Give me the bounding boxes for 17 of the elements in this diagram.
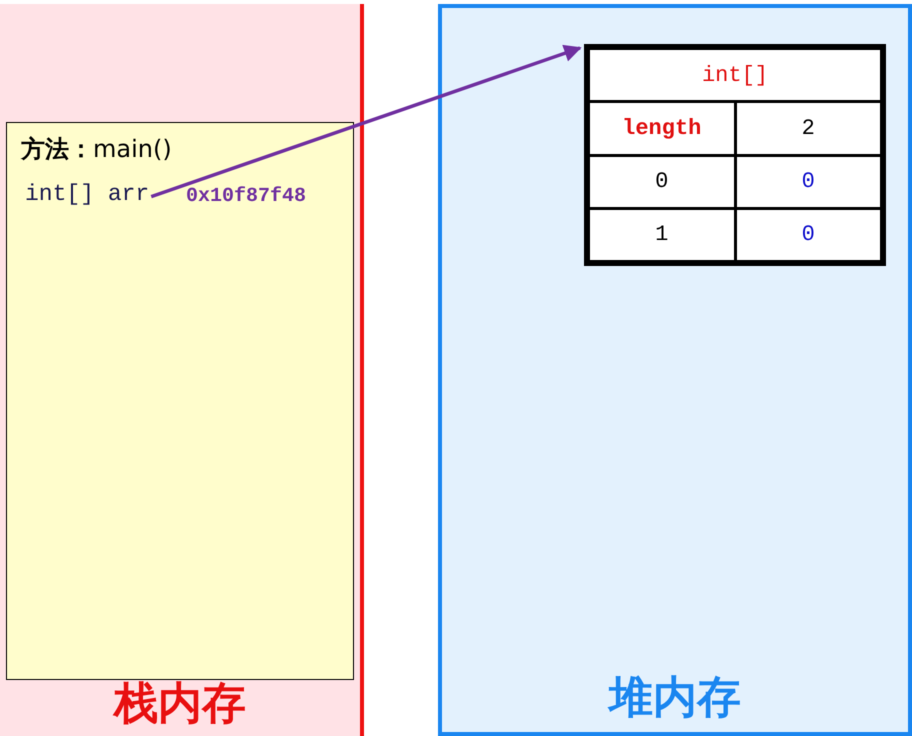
key-cell: 0: [588, 155, 735, 208]
array-table: [584, 44, 886, 266]
panel-heading: 堆内存: [606, 671, 742, 725]
key-cell: 1: [588, 208, 735, 262]
heap-memory-panel: [438, 4, 912, 736]
stack-memory-panel: [0, 4, 364, 736]
address-label: 0x10f87f48: [186, 185, 306, 208]
arrow: [150, 44, 582, 198]
panel-heading: 栈内存: [112, 677, 247, 731]
key-cell: length: [588, 102, 735, 155]
value-cell: 0: [735, 155, 882, 208]
variable-label: int[] arr: [25, 181, 150, 207]
method-heading: 方法：main(): [21, 134, 172, 165]
table-header-cell: int[]: [588, 48, 882, 102]
method-frame-box: [6, 122, 354, 680]
value-cell: 0: [735, 208, 882, 262]
value-cell: 2: [735, 102, 882, 155]
